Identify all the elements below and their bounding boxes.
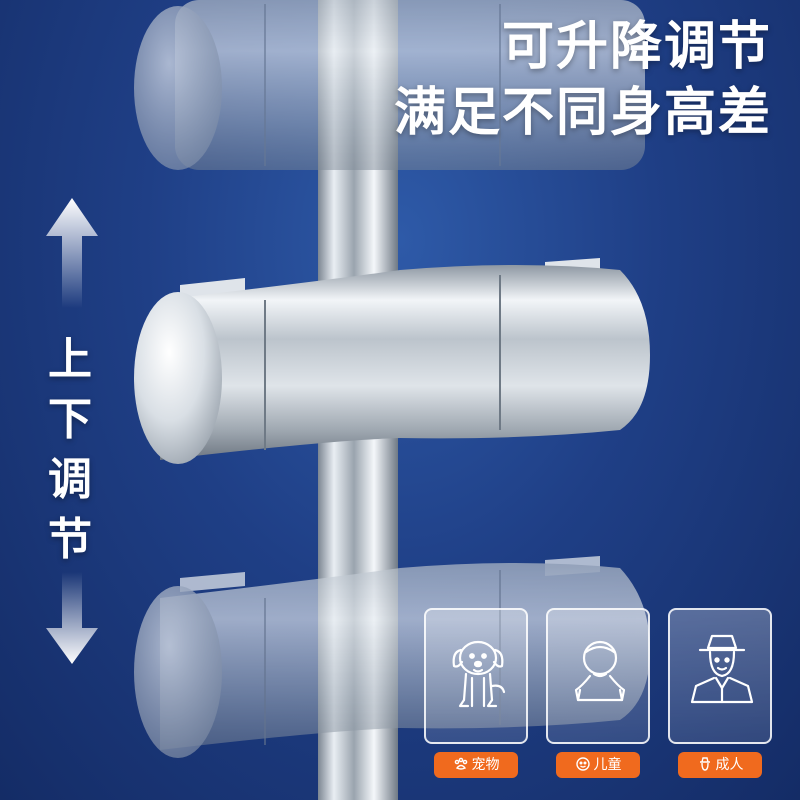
side-label-char: 上 <box>48 334 92 385</box>
child-face-icon <box>575 757 590 771</box>
headline-line-2: 满足不同身高差 <box>393 83 772 143</box>
adult-icon <box>690 634 754 704</box>
card-pet <box>424 608 528 744</box>
tag-pet-label: 宠物 <box>471 757 500 773</box>
tag-pet: 宠物 <box>434 752 518 778</box>
down-arrow-icon <box>46 572 98 664</box>
card-adult <box>668 608 772 744</box>
side-label-char: 调 <box>48 454 92 505</box>
headline-line-1: 可升降调节 <box>501 17 772 77</box>
side-label-char: 下 <box>48 394 92 445</box>
adult-face-icon <box>699 757 710 771</box>
bracket-middle <box>134 258 650 464</box>
side-label: 上 下 调 节 <box>44 330 96 570</box>
up-arrow-icon <box>46 198 98 308</box>
card-child <box>546 608 650 744</box>
tag-child-label: 儿童 <box>593 757 622 773</box>
tag-child: 儿童 <box>556 752 640 778</box>
side-label-char: 节 <box>48 514 92 565</box>
headline: 可升降调节 满足不同身高差 <box>312 14 772 146</box>
child-icon <box>574 640 626 702</box>
bracket-top <box>134 0 645 170</box>
tag-adult: 成人 <box>678 752 762 778</box>
tag-adult-label: 成人 <box>715 757 744 773</box>
user-type-cards: 宠物 儿童 成人 <box>424 608 776 788</box>
paw-icon <box>454 757 467 770</box>
dog-icon <box>452 640 506 708</box>
